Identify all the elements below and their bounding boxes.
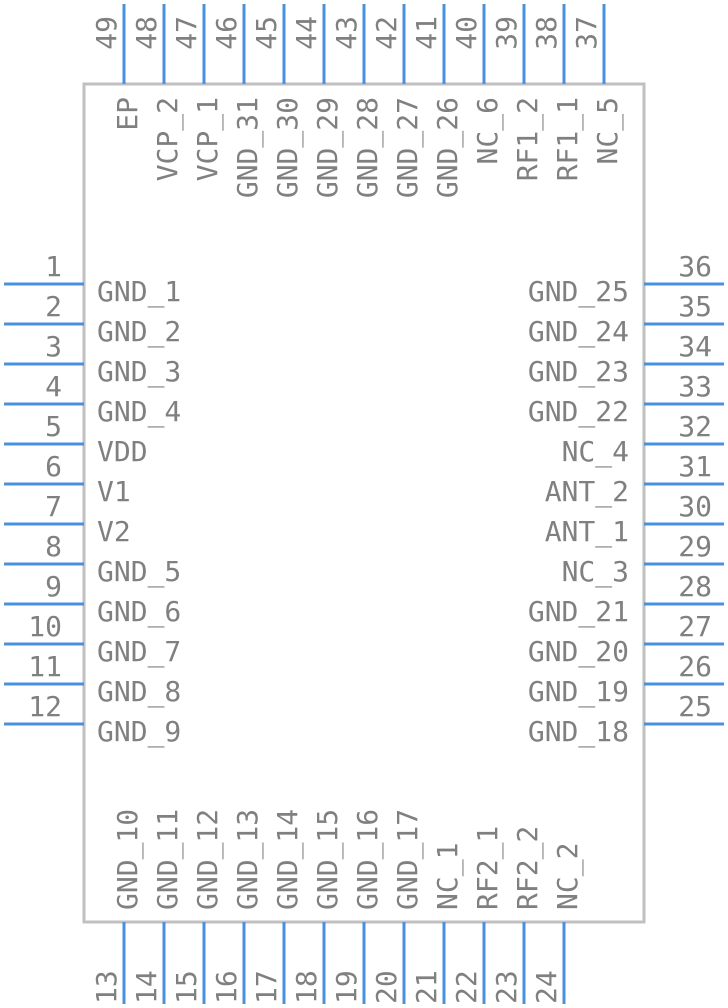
pin-13-number: 13 (90, 970, 123, 1004)
pin-40-number: 40 (450, 16, 483, 50)
pin-44-number: 44 (290, 16, 323, 50)
pin-41-name: GND_26 (431, 97, 465, 198)
pin-32-number: 32 (678, 410, 712, 443)
pin-12-name: GND_9 (97, 715, 181, 749)
pin-30-number: 30 (678, 490, 712, 523)
pin-44-name: GND_29 (311, 97, 345, 198)
pin-12-number: 12 (28, 690, 62, 723)
pin-25-number: 25 (678, 690, 712, 723)
pin-7-name: V2 (97, 515, 131, 548)
pin-38-number: 38 (530, 16, 563, 50)
pin-16-name: GND_13 (231, 809, 265, 910)
pin-7-number: 7 (45, 490, 62, 523)
pin-36-number: 36 (678, 250, 712, 283)
pin-2-name: GND_2 (97, 315, 181, 349)
pin-31-number: 31 (678, 450, 712, 483)
pin-23-name: RF2_2 (511, 826, 545, 910)
pin-4-number: 4 (45, 370, 62, 403)
pin-23-number: 23 (490, 970, 523, 1004)
pin-32-name: NC_4 (562, 435, 629, 469)
pin-39-name: RF1_2 (511, 97, 545, 181)
pin-22-number: 22 (450, 970, 483, 1004)
pin-24-number: 24 (530, 970, 563, 1004)
pin-47-number: 47 (170, 16, 203, 50)
pin-34-name: GND_23 (528, 355, 629, 389)
pin-8-number: 8 (45, 530, 62, 563)
pin-14-name: GND_11 (151, 809, 185, 910)
pin-30-name: ANT_1 (545, 515, 629, 549)
pin-45-name: GND_30 (271, 97, 305, 198)
pin-26-name: GND_19 (528, 675, 629, 709)
pin-37-number: 37 (570, 16, 603, 50)
pin-39-number: 39 (490, 16, 523, 50)
pin-15-number: 15 (170, 970, 203, 1004)
pin-1-name: GND_1 (97, 275, 181, 309)
pin-42-number: 42 (370, 16, 403, 50)
pin-26-number: 26 (678, 650, 712, 683)
pin-33-name: GND_22 (528, 395, 629, 429)
pin-28-name: GND_21 (528, 595, 629, 629)
pin-16-number: 16 (210, 970, 243, 1004)
pin-37-name: NC_5 (591, 97, 625, 164)
pin-24-name: NC_2 (551, 843, 585, 910)
pin-4-name: GND_4 (97, 395, 181, 429)
pin-33-number: 33 (678, 370, 712, 403)
pin-19-number: 19 (330, 970, 363, 1004)
pin-9-name: GND_6 (97, 595, 181, 629)
pin-3-name: GND_3 (97, 355, 181, 389)
pin-49-name: EP (111, 97, 144, 131)
pin-35-name: GND_24 (528, 315, 629, 349)
pin-35-number: 35 (678, 290, 712, 323)
pin-17-number: 17 (250, 970, 283, 1004)
pin-18-number: 18 (290, 970, 323, 1004)
pin-27-name: GND_20 (528, 635, 629, 669)
pin-21-number: 21 (410, 970, 443, 1004)
pin-46-name: GND_31 (231, 97, 265, 198)
pin-29-number: 29 (678, 530, 712, 563)
pin-43-name: GND_28 (351, 97, 385, 198)
pin-3-number: 3 (45, 330, 62, 363)
pin-41-number: 41 (410, 16, 443, 50)
pin-22-name: RF2_1 (471, 826, 505, 910)
pin-10-name: GND_7 (97, 635, 181, 669)
pin-47-name: VCP_1 (191, 97, 225, 181)
pin-21-name: NC_1 (431, 843, 465, 910)
pin-1-number: 1 (45, 250, 62, 283)
pin-17-name: GND_14 (271, 809, 305, 910)
pin-20-name: GND_17 (391, 809, 425, 910)
pin-43-number: 43 (330, 16, 363, 50)
pin-11-number: 11 (28, 650, 62, 683)
pin-48-number: 48 (130, 16, 163, 50)
pin-28-number: 28 (678, 570, 712, 603)
pin-42-name: GND_27 (391, 97, 425, 198)
pin-45-number: 45 (250, 16, 283, 50)
pin-38-name: RF1_1 (551, 97, 585, 181)
pin-6-number: 6 (45, 450, 62, 483)
pin-8-name: GND_5 (97, 555, 181, 589)
pin-18-name: GND_15 (311, 809, 345, 910)
pin-40-name: NC_6 (471, 97, 505, 164)
pin-29-name: NC_3 (562, 555, 629, 589)
pin-13-name: GND_10 (111, 809, 145, 910)
pin-5-name: VDD (97, 435, 148, 468)
pin-19-name: GND_16 (351, 809, 385, 910)
pin-11-name: GND_8 (97, 675, 181, 709)
pin-34-number: 34 (678, 330, 712, 363)
pin-2-number: 2 (45, 290, 62, 323)
pin-48-name: VCP_2 (151, 97, 185, 181)
pin-14-number: 14 (130, 970, 163, 1004)
pin-49-number: 49 (90, 16, 123, 50)
pin-46-number: 46 (210, 16, 243, 50)
pin-20-number: 20 (370, 970, 403, 1004)
pin-31-name: ANT_2 (545, 475, 629, 509)
pin-5-number: 5 (45, 410, 62, 443)
pin-25-name: GND_18 (528, 715, 629, 749)
pin-36-name: GND_25 (528, 275, 629, 309)
pin-9-number: 9 (45, 570, 62, 603)
pin-10-number: 10 (28, 610, 62, 643)
pin-27-number: 27 (678, 610, 712, 643)
pin-15-name: GND_12 (191, 809, 225, 910)
pin-6-name: V1 (97, 475, 131, 508)
